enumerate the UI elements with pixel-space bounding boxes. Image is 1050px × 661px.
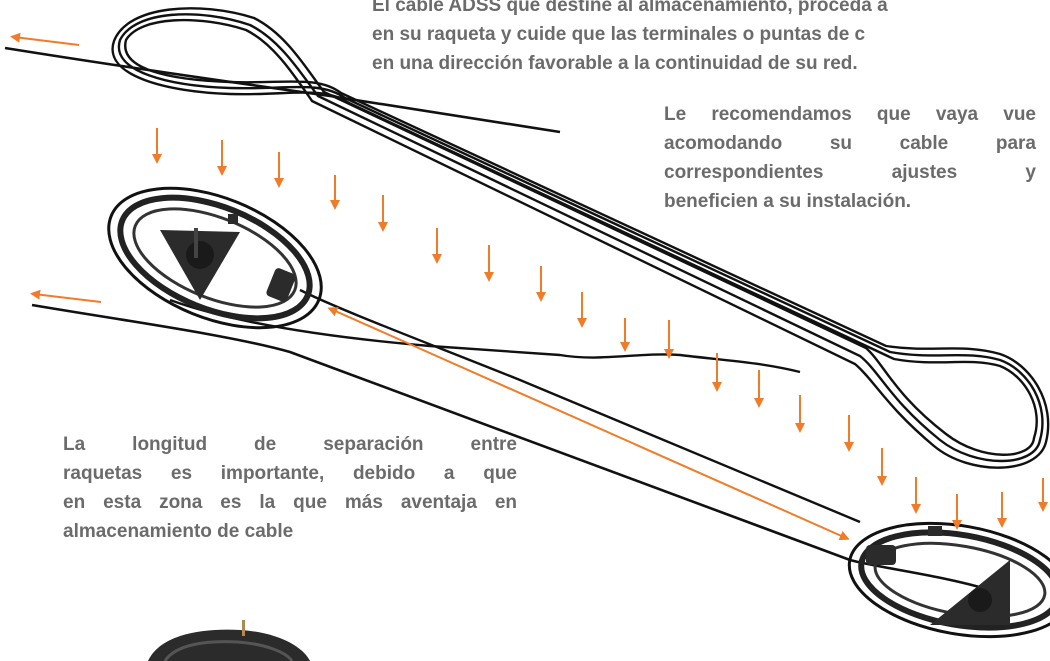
top-text-line-1: El cable ADSS que destine al almacenamie… — [372, 0, 888, 16]
separation-note-text: La longitud de separación entre raquetas… — [63, 430, 517, 546]
cable-loop-icon — [111, 7, 1050, 469]
storage-racket-right-icon — [847, 521, 1050, 639]
direction-arrow-icon — [30, 289, 102, 303]
mid-text-line-4: beneficien a su instalación. — [664, 191, 912, 212]
top-text-line-2: en su raqueta y cuide que las terminales… — [372, 24, 866, 45]
mid-text-line-3: correspondientes ajustes y — [664, 162, 1036, 183]
top-text-line-3: en una dirección favorable a la continui… — [372, 53, 858, 74]
direction-arrows — [10, 32, 102, 303]
bottom-text-line-2: raquetas es importante, debido a que — [63, 463, 517, 484]
storage-racket-bottom-icon — [148, 620, 310, 661]
mid-text-line-1: Le recomendamos que vaya vue — [664, 104, 1036, 125]
top-instruction-text: El cable ADSS que destine al almacenamie… — [372, 0, 1050, 78]
downward-arrows — [152, 128, 1048, 530]
bottom-text-line-3: en esta zona es la que más aventaja en — [63, 492, 517, 513]
cable-lower-1 — [31, 303, 991, 592]
mid-text-line-2: acomodando su cable para — [664, 133, 1036, 154]
bottom-text-line-4: almacenamiento de cable — [63, 521, 294, 542]
bottom-text-line-1: La longitud de separación entre — [63, 434, 517, 455]
recommendation-text: Le recomendamos que vaya vue acomodando … — [664, 100, 1050, 216]
direction-arrow-icon — [10, 32, 80, 46]
cable-lower-2 — [169, 298, 801, 374]
storage-racket-left-icon — [107, 186, 323, 330]
separation-arrow-icon — [327, 307, 850, 541]
